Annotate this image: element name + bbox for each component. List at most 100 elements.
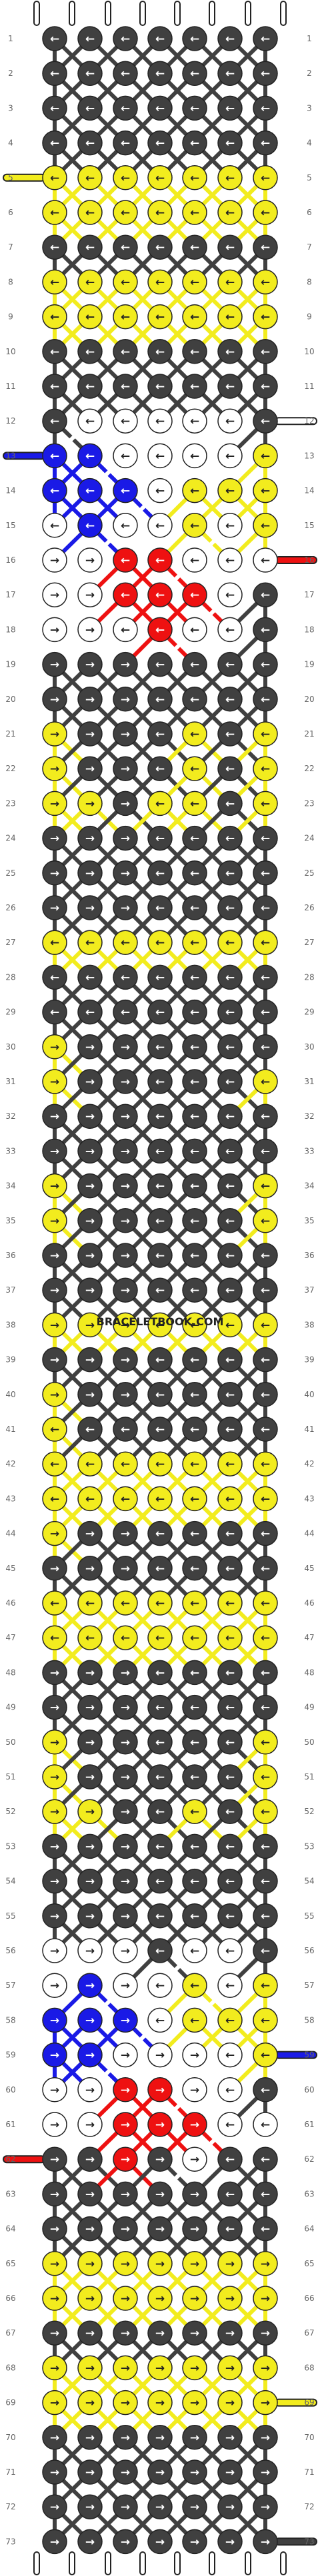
knot: ← bbox=[253, 1173, 278, 1199]
knot-circle bbox=[217, 1556, 243, 1581]
row-number-left: 46 bbox=[5, 1598, 15, 1608]
knot-circle bbox=[147, 791, 173, 816]
knot: ← bbox=[113, 304, 138, 330]
arrow-left-icon: ← bbox=[190, 832, 199, 846]
arrow-left-icon: ← bbox=[50, 1423, 59, 1437]
arrow-right-icon: → bbox=[190, 2153, 199, 2166]
knot: ← bbox=[182, 478, 207, 503]
knot-circle bbox=[113, 1173, 138, 1199]
knot: → bbox=[77, 1764, 103, 1789]
knot: → bbox=[42, 1730, 67, 1755]
knot: → bbox=[77, 2529, 103, 2555]
knot: ← bbox=[182, 513, 207, 538]
knot-circle bbox=[77, 2007, 103, 2033]
knot-circle bbox=[77, 999, 103, 1025]
knot: ← bbox=[217, 478, 243, 503]
arrow-left-icon: ← bbox=[155, 1805, 165, 1819]
arrow-left-icon: ← bbox=[50, 102, 59, 115]
knot-circle bbox=[217, 2390, 243, 2415]
arrow-left-icon: ← bbox=[261, 1458, 270, 1471]
arrow-right-icon: → bbox=[85, 1249, 95, 1263]
knot: ← bbox=[217, 1903, 243, 1929]
arrow-left-icon: ← bbox=[50, 1632, 59, 1645]
arrow-left-icon: ← bbox=[190, 1076, 199, 1089]
knot: ← bbox=[113, 999, 138, 1025]
arrow-left-icon: ← bbox=[225, 2049, 235, 2063]
arrow-left-icon: ← bbox=[261, 971, 270, 984]
row-number-right: 59 bbox=[304, 2051, 314, 2060]
arrow-left-icon: ← bbox=[261, 728, 270, 741]
knot: → bbox=[113, 1347, 138, 1373]
knot-circle bbox=[42, 1694, 67, 1720]
knot: ← bbox=[217, 1520, 243, 1546]
knot-circle bbox=[147, 26, 173, 51]
knot: ← bbox=[217, 1034, 243, 1060]
arrow-right-icon: → bbox=[85, 2258, 95, 2271]
knot-circle bbox=[42, 408, 67, 434]
knot: ← bbox=[253, 860, 278, 886]
knot-circle bbox=[42, 443, 67, 469]
arrow-left-icon: ← bbox=[261, 1249, 270, 1263]
arrow-right-icon: → bbox=[121, 1702, 130, 1715]
knot-circle bbox=[147, 547, 173, 573]
knot-circle bbox=[253, 2390, 278, 2415]
arrow-left-icon: ← bbox=[225, 554, 235, 567]
arrow-right-icon: → bbox=[85, 1945, 95, 1958]
arrow-left-icon: ← bbox=[190, 2014, 199, 2027]
row-number-left: 59 bbox=[5, 2051, 15, 2060]
knot: ← bbox=[217, 617, 243, 643]
knot-circle bbox=[113, 1034, 138, 1060]
arrow-right-icon: → bbox=[50, 1666, 59, 1680]
knot: → bbox=[42, 825, 67, 851]
knot-circle bbox=[253, 1486, 278, 1512]
arrow-left-icon: ← bbox=[261, 1702, 270, 1715]
arrow-right-icon: → bbox=[121, 659, 130, 672]
knot-circle bbox=[182, 2320, 207, 2346]
knot: ← bbox=[147, 443, 173, 469]
knot-circle bbox=[42, 1069, 67, 1094]
arrow-left-icon: ← bbox=[121, 1597, 130, 1610]
knot: ← bbox=[113, 1451, 138, 1476]
knot: ← bbox=[253, 2181, 278, 2207]
knot-circle bbox=[77, 1730, 103, 1755]
knot: → bbox=[217, 2286, 243, 2311]
arrow-left-icon: ← bbox=[50, 1492, 59, 1506]
knot-circle bbox=[113, 1903, 138, 1929]
arrow-right-icon: → bbox=[85, 693, 95, 707]
knot-circle bbox=[217, 651, 243, 677]
knot: → bbox=[77, 1208, 103, 1233]
arrow-left-icon: ← bbox=[121, 311, 130, 324]
knot: → bbox=[113, 2077, 138, 2102]
knot-circle bbox=[217, 1973, 243, 1998]
arrow-left-icon: ← bbox=[190, 1979, 199, 1993]
knot-circle bbox=[113, 2146, 138, 2172]
knot: ← bbox=[113, 1486, 138, 1512]
knot-circle bbox=[182, 1764, 207, 1789]
knot-circle bbox=[77, 651, 103, 677]
knot: ← bbox=[217, 443, 243, 469]
arrow-right-icon: → bbox=[121, 1875, 130, 1889]
row-number-left: 41 bbox=[5, 1425, 15, 1434]
knot: ← bbox=[77, 234, 103, 260]
arrow-left-icon: ← bbox=[190, 1736, 199, 1750]
arrow-left-icon: ← bbox=[190, 311, 199, 324]
arrow-left-icon: ← bbox=[155, 485, 165, 498]
knot: ← bbox=[182, 200, 207, 225]
knot-circle bbox=[42, 2216, 67, 2242]
arrow-right-icon: → bbox=[121, 1041, 130, 1054]
knot-circle bbox=[217, 2007, 243, 2033]
knot: ← bbox=[147, 1938, 173, 1963]
arrow-left-icon: ← bbox=[190, 1632, 199, 1645]
arrow-left-icon: ← bbox=[190, 1805, 199, 1819]
knot-circle bbox=[42, 1312, 67, 1338]
arrow-right-icon: → bbox=[121, 1284, 130, 1297]
knot-circle bbox=[182, 1277, 207, 1303]
row-number-right: 39 bbox=[304, 1355, 314, 1365]
knot: → bbox=[77, 547, 103, 573]
knot: → bbox=[42, 1799, 67, 1824]
knot: ← bbox=[253, 1973, 278, 1998]
arrow-left-icon: ← bbox=[85, 380, 95, 394]
knot-circle bbox=[217, 61, 243, 86]
arrow-left-icon: ← bbox=[155, 1041, 165, 1054]
knot: ← bbox=[182, 1556, 207, 1581]
